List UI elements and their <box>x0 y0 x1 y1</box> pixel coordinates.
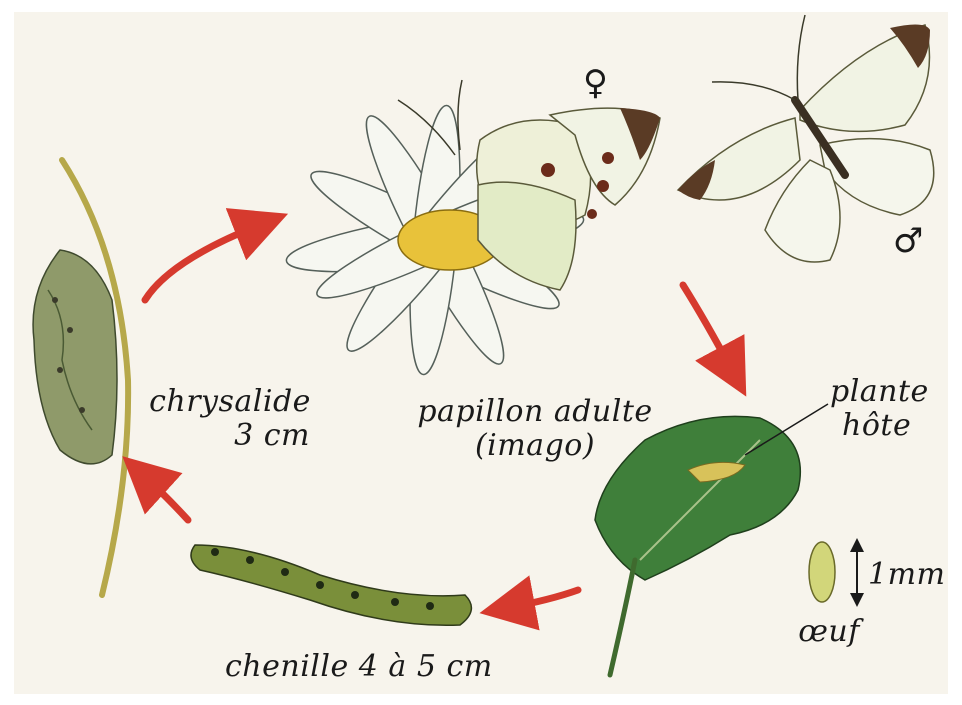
female-symbol: ♀ <box>583 66 608 100</box>
egg-size-label: 1mm <box>868 558 946 592</box>
chrysalis-label: chrysalide 3 cm <box>140 385 320 453</box>
adult-label-line2: (imago) <box>415 429 655 463</box>
host-plant-label-line1: plante <box>830 375 940 409</box>
adult-label: papillon adulte (imago) <box>415 395 655 463</box>
adult-label-line1: papillon adulte <box>415 395 655 429</box>
caterpillar-label: chenille 4 à 5 cm <box>225 650 465 684</box>
chrysalis-label-line1: chrysalide <box>140 385 320 419</box>
host-plant-label-line2: hôte <box>830 409 940 443</box>
chrysalis-label-line2: 3 cm <box>140 419 320 453</box>
egg-label: œuf <box>794 615 864 649</box>
male-symbol: ♂ <box>893 224 923 258</box>
host-plant-label: plante hôte <box>830 375 940 443</box>
